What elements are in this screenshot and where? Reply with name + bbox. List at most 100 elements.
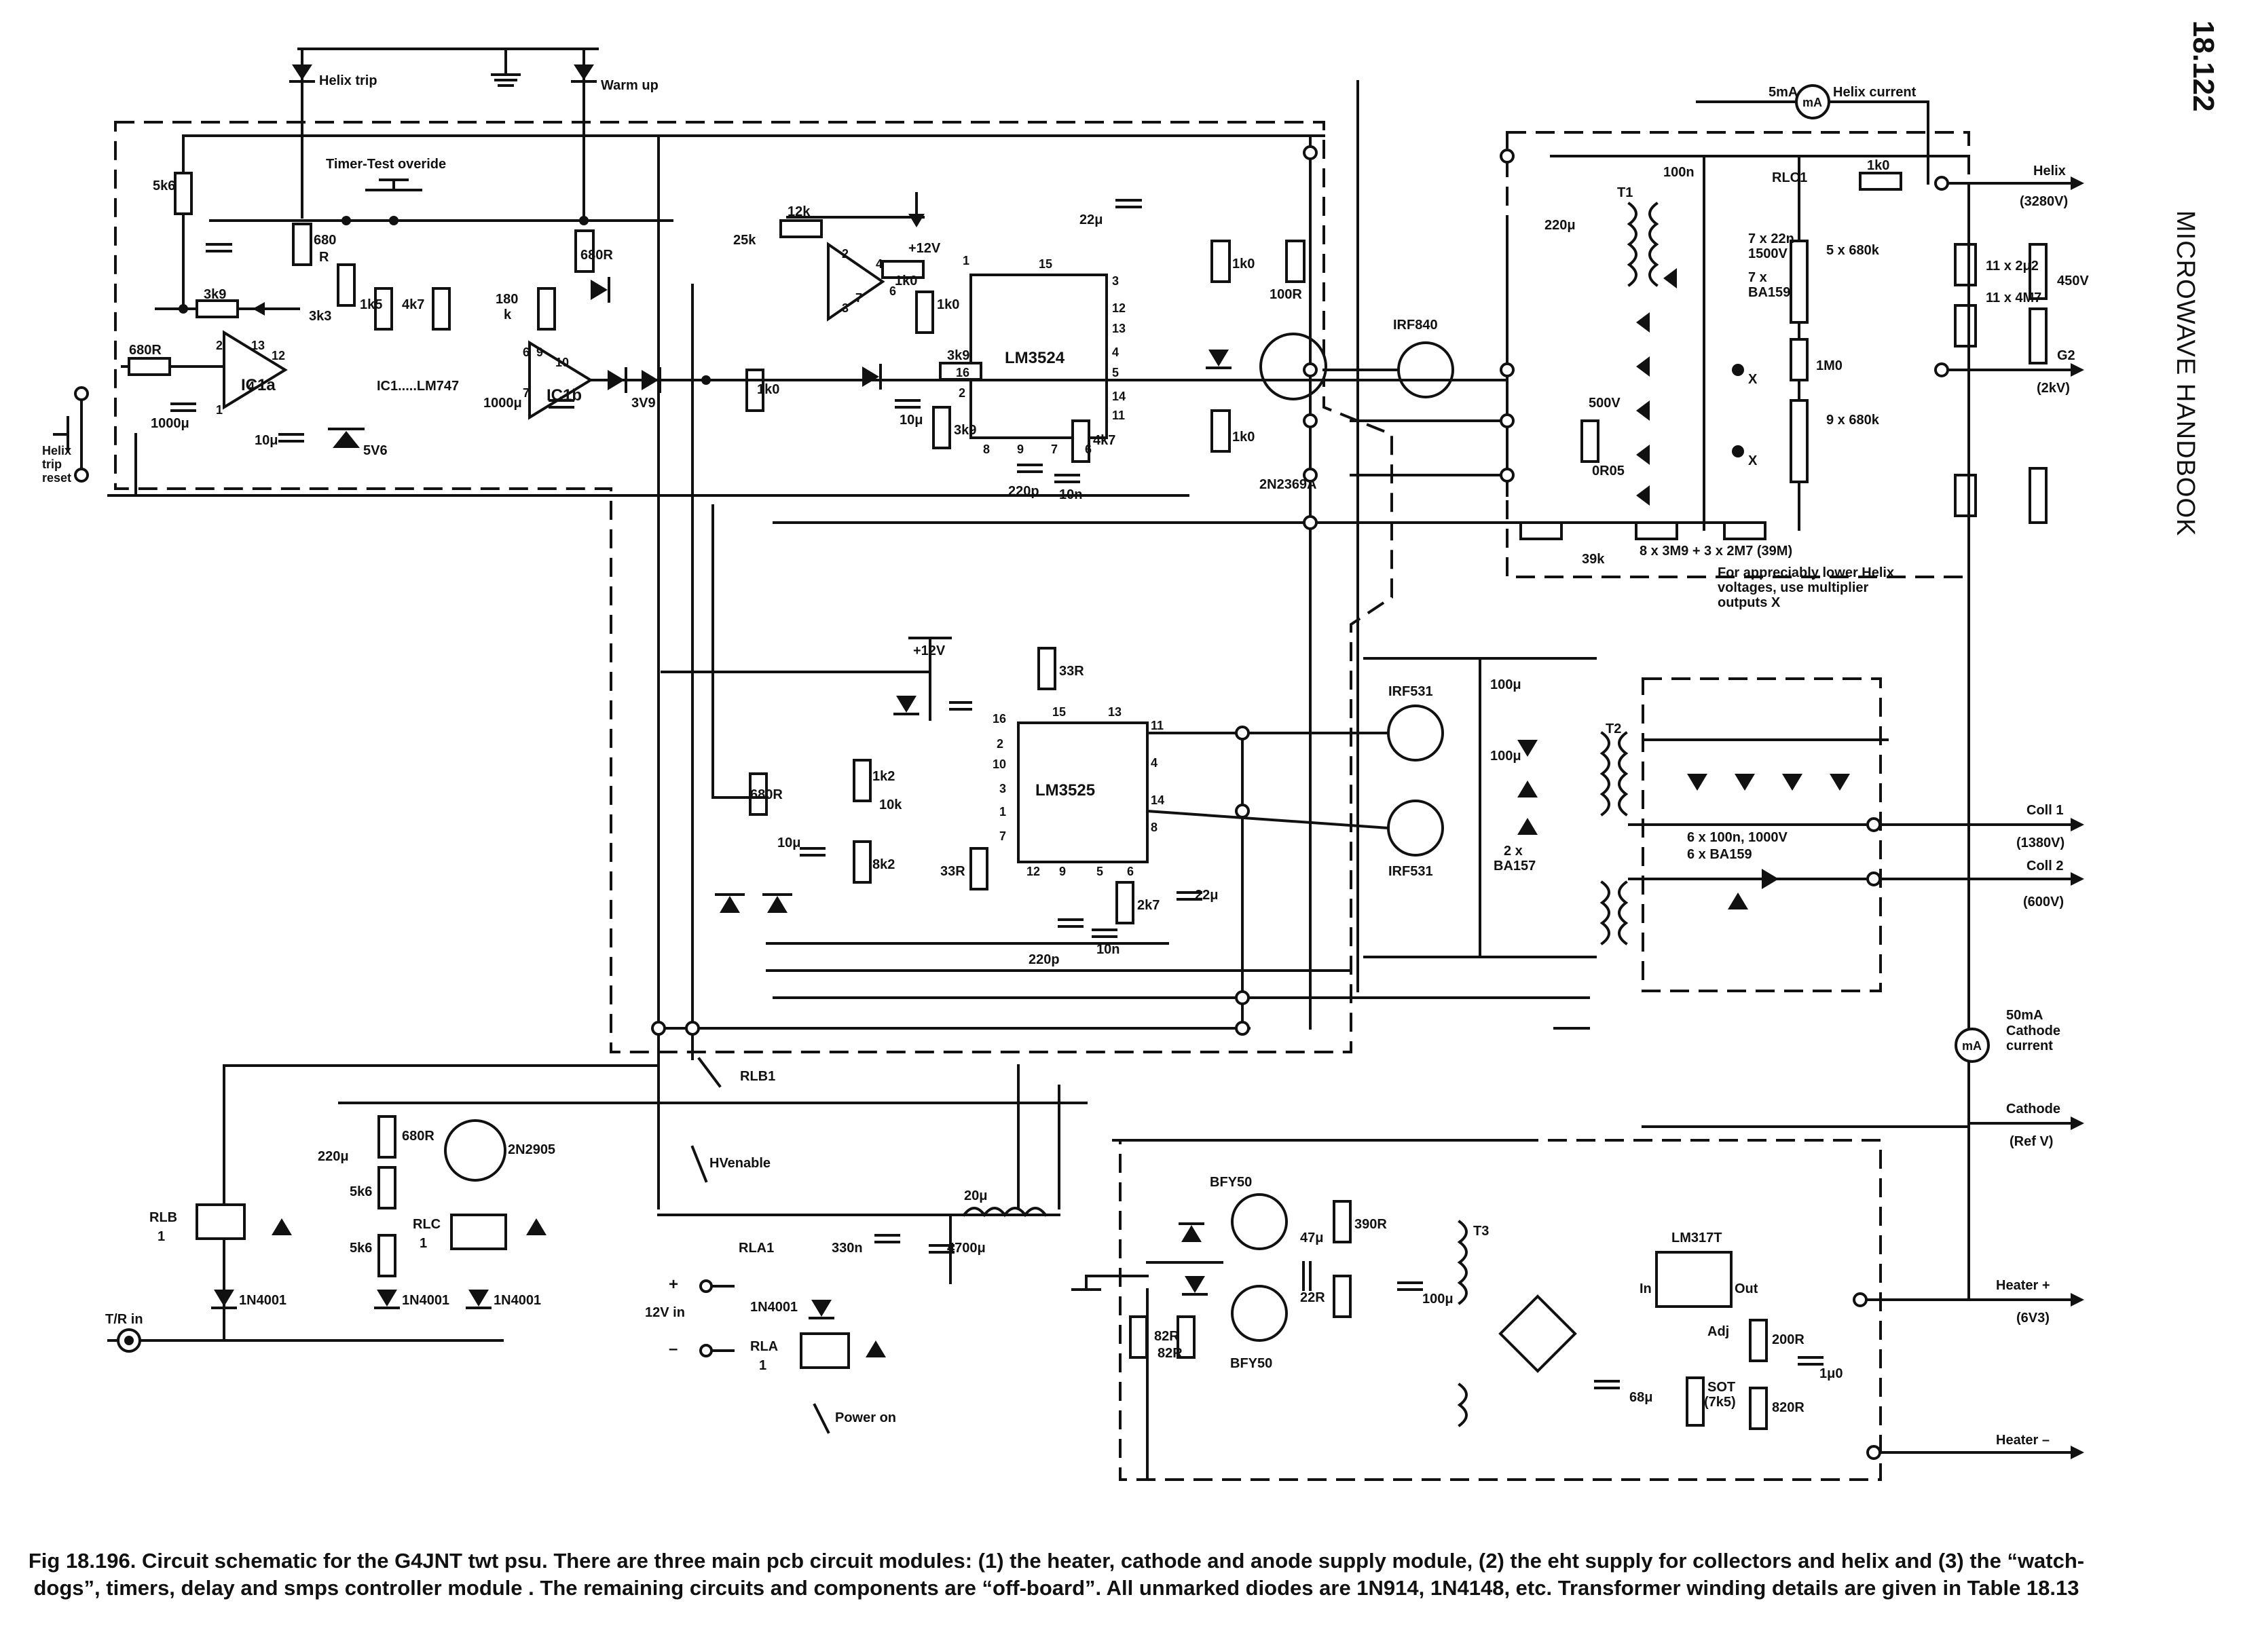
helix-trip-reset-label-2: trip bbox=[42, 457, 62, 471]
tr-in-label: T/R in bbox=[105, 1312, 143, 1327]
r-8k2-label: 8k2 bbox=[872, 857, 895, 872]
r-1k5-label: 1k5 bbox=[360, 297, 382, 312]
ic1-section bbox=[53, 134, 1325, 497]
helix-meter-label: Helix current bbox=[1833, 85, 1917, 100]
module-1-boundary bbox=[1119, 1139, 1882, 1481]
svg-text:2: 2 bbox=[216, 339, 223, 352]
r-680r-b-label: 680R bbox=[129, 343, 162, 358]
timer-test-switch-label: Timer-Test overide bbox=[326, 157, 446, 172]
cathode-meter-label-2: current bbox=[2006, 1038, 2053, 1053]
c-68u-label: 68μ bbox=[1629, 1390, 1652, 1405]
multiplier-note-2: voltages, use multiplier bbox=[1718, 580, 1869, 595]
rlb1-label: RLB1 bbox=[740, 1069, 775, 1084]
svg-text:7: 7 bbox=[855, 291, 862, 305]
svg-text:16: 16 bbox=[993, 712, 1006, 726]
irf840-label: IRF840 bbox=[1393, 318, 1438, 333]
r-4k7-b-label: 4k7 bbox=[1093, 433, 1115, 448]
lm3525-section bbox=[661, 637, 1202, 945]
book-title: MICROWAVE HANDBOOK bbox=[2171, 210, 2200, 537]
r-1k0-e-label: 1k0 bbox=[1232, 430, 1255, 445]
helix-meter-range: 5mA bbox=[1769, 85, 1798, 100]
irf531-a-label: IRF531 bbox=[1388, 684, 1433, 699]
svg-text:14: 14 bbox=[1112, 390, 1126, 403]
plus12v-top-label: +12V bbox=[908, 241, 941, 256]
c-10n-a-label: 10n bbox=[1059, 487, 1082, 502]
svg-text:10: 10 bbox=[555, 356, 569, 369]
output-value-g2: (2kV) bbox=[2037, 381, 2070, 396]
svg-text:12: 12 bbox=[1026, 865, 1040, 878]
r-sot-label-1: SOT bbox=[1707, 1380, 1735, 1395]
page-number: 18.122 bbox=[2187, 20, 2220, 112]
svg-text:5: 5 bbox=[1096, 865, 1103, 878]
r-5k6-b-label: 5k6 bbox=[350, 1184, 372, 1199]
r-1k0-b-label: 1k0 bbox=[895, 274, 917, 288]
svg-text:4: 4 bbox=[1151, 756, 1158, 770]
output-name-heater-plus: Heater + bbox=[1996, 1278, 2050, 1293]
svg-text:2: 2 bbox=[842, 247, 849, 261]
figure-caption: Fig 18.196. Circuit schematic for the G4… bbox=[28, 1549, 2085, 1600]
svg-text:9: 9 bbox=[536, 345, 543, 359]
q-2n2369a-label: 2N2369A bbox=[1259, 477, 1317, 492]
r-680r-c-label: 680R bbox=[580, 248, 613, 263]
cathode-meter-range: 50mA bbox=[2006, 1008, 2043, 1023]
svg-text:15: 15 bbox=[1039, 257, 1052, 271]
svg-text:6: 6 bbox=[1085, 443, 1092, 456]
output-value-coll2: (600V) bbox=[2023, 895, 2064, 909]
r-2k7-label: 2k7 bbox=[1137, 898, 1160, 913]
c-100u-a-label: 100μ bbox=[1490, 677, 1521, 692]
c-1000u-b-label: 1000μ bbox=[483, 396, 522, 411]
output-name-g2: G2 bbox=[2057, 348, 2075, 363]
v12-in-label: 12V in bbox=[645, 1305, 685, 1320]
svg-text:1: 1 bbox=[999, 805, 1006, 819]
x-marker-1: X bbox=[1748, 372, 1758, 387]
interconnects bbox=[179, 80, 1970, 1460]
rlb-label: RLB bbox=[149, 1210, 177, 1225]
output-terminals: Helix (3280V) G2 (2kV) Coll 1 (1380V) Co… bbox=[1859, 164, 2084, 1459]
hv-enable-label: HVenable bbox=[709, 1156, 771, 1171]
svg-text:2: 2 bbox=[997, 737, 1003, 751]
r-1k0-c-label: 1k0 bbox=[937, 297, 959, 312]
t1-label: T1 bbox=[1617, 185, 1633, 200]
r-180k2-label: k bbox=[504, 307, 512, 322]
c-4700u-label: 4700μ bbox=[947, 1241, 986, 1256]
vr-1m0-label: 1M0 bbox=[1816, 358, 1843, 373]
lm3524-chip bbox=[969, 274, 1108, 439]
r-5k6-label: 5k6 bbox=[153, 179, 175, 193]
helix-trip-reset-label-3: reset bbox=[42, 471, 71, 485]
c-330n-label: 330n bbox=[832, 1241, 863, 1256]
heater-supply-section bbox=[1071, 1193, 1824, 1481]
v12-minus-label: – bbox=[669, 1340, 678, 1358]
svg-text:8: 8 bbox=[983, 443, 990, 456]
r-sot-label-2: (7k5) bbox=[1704, 1395, 1736, 1410]
helix-trip-reset-label-1: Helix bbox=[42, 444, 71, 457]
cathode-meter-label-1: Cathode bbox=[2006, 1024, 2060, 1038]
r-820r-label: 820R bbox=[1772, 1400, 1804, 1415]
q-bfy50-a-label: BFY50 bbox=[1210, 1175, 1252, 1190]
c-220p-a-label: 220p bbox=[1008, 484, 1039, 499]
d-7xba159-label-1: 7 x bbox=[1748, 270, 1767, 285]
c-10u-c-label: 10μ bbox=[777, 836, 800, 850]
multiplier-note-3: outputs X bbox=[1718, 595, 1781, 610]
rlc1-label: RLC1 bbox=[1772, 170, 1807, 185]
output-name-coll2: Coll 2 bbox=[2026, 859, 2063, 874]
r-33r-b-label: 33R bbox=[940, 864, 965, 879]
c-220u-label: 220μ bbox=[1544, 218, 1576, 233]
output-value-helix: (3280V) bbox=[2020, 194, 2068, 209]
output-value-coll1: (1380V) bbox=[2016, 836, 2065, 850]
d-2xba157-label-1: 2 x bbox=[1504, 844, 1523, 859]
rlc-num: 1 bbox=[420, 1236, 427, 1251]
svg-text:12: 12 bbox=[1112, 301, 1126, 315]
lm3524-label: LM3524 bbox=[1005, 349, 1065, 367]
r-390r-label: 390R bbox=[1354, 1217, 1387, 1232]
helix-trip-led-label: Helix trip bbox=[319, 73, 377, 88]
r-1k0-a-label: 1k0 bbox=[757, 382, 779, 397]
t3-label: T3 bbox=[1473, 1224, 1489, 1239]
d-1n4001-b-label: 1N4001 bbox=[402, 1293, 449, 1308]
svg-text:4: 4 bbox=[1112, 345, 1119, 359]
rla-label: RLA bbox=[750, 1339, 778, 1354]
svg-text:14: 14 bbox=[1151, 793, 1164, 807]
ic1-type-label: IC1.....LM747 bbox=[377, 379, 459, 394]
svg-text:7: 7 bbox=[523, 386, 530, 400]
r-680r-a2-label: R bbox=[319, 250, 329, 265]
